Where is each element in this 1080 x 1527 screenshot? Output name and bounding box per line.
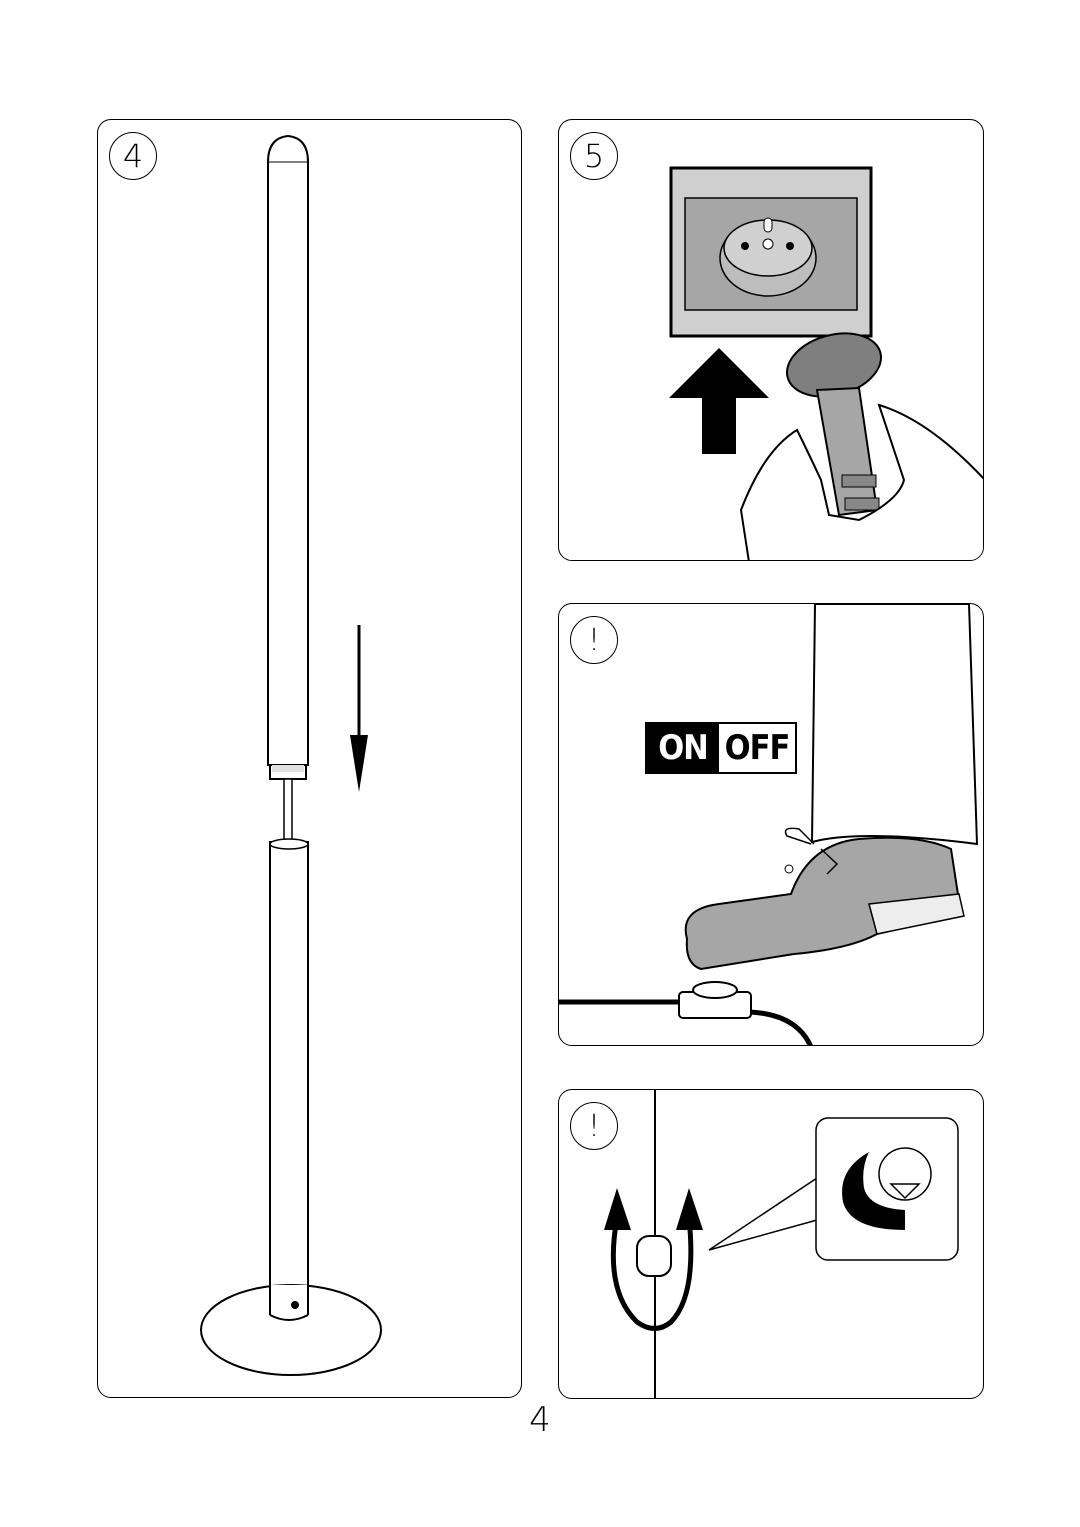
step-number-badge: 4 [109, 132, 157, 180]
base-screw [291, 1301, 299, 1309]
lamp-assembly-illustration [200, 134, 382, 1376]
page-number: 4 [529, 1400, 551, 1440]
plug-socket-illustration [669, 166, 983, 560]
step-4-panel: 4 [97, 119, 522, 1398]
dimmer-illustration [604, 1090, 959, 1398]
dimmer-panel: ! [558, 1089, 984, 1399]
warning-badge: ! [570, 1102, 618, 1150]
rotate-arrows-icon [610, 1217, 694, 1331]
off-label: OFF [719, 724, 795, 772]
on-off-switch-label: ON OFF [645, 722, 797, 774]
shoe [684, 836, 963, 971]
step-number-badge: 5 [570, 132, 618, 180]
warning-badge: ! [570, 616, 618, 664]
foot-switch-illustration [559, 604, 979, 1045]
upper-tube [267, 134, 309, 766]
on-label: ON [647, 724, 719, 772]
dimmer-symbol-icon [842, 1152, 905, 1230]
hand [739, 403, 983, 560]
foot-switch-panel: ! ON OFF [558, 603, 984, 1046]
up-arrow-icon [669, 348, 769, 454]
step-5-panel: 5 [558, 119, 984, 561]
lower-tube [269, 841, 309, 1310]
trouser-leg [810, 604, 979, 846]
connecting-rod [283, 778, 293, 842]
dimmer-knob [636, 1235, 672, 1277]
